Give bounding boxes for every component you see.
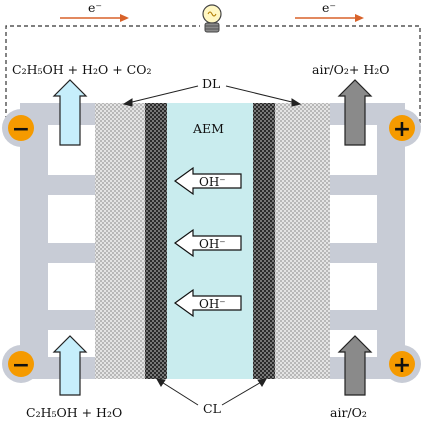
cathode-inlet-label: air/O₂ <box>330 405 367 420</box>
external-circuit-wire <box>5 25 421 127</box>
hydroxide-label-3: OH⁻ <box>199 297 226 311</box>
minus-icon: − <box>12 353 30 378</box>
cathode-outlet-label: air/O₂+ H₂O <box>312 62 390 77</box>
catalyst-layer-pointers <box>156 378 267 406</box>
anode-flow-field <box>20 103 95 379</box>
membrane-label: AEM <box>192 121 224 136</box>
anode-outlet-label: C₂H₅OH + H₂O + CO₂ <box>12 62 151 77</box>
anode-terminal-top: − <box>2 109 40 147</box>
cathode-outlet-arrow <box>337 79 373 146</box>
diffusion-layer-label: DL <box>202 76 220 91</box>
minus-icon: − <box>12 117 30 142</box>
hydroxide-arrow-3: OH⁻ <box>173 288 242 318</box>
cathode-diffusion-layer <box>275 103 330 379</box>
anode-inlet-arrow <box>52 335 88 396</box>
anode-terminal-bottom: − <box>2 345 40 383</box>
electron-label-right: e⁻ <box>322 0 336 15</box>
cathode-inlet-arrow <box>337 335 373 396</box>
anode-diffusion-layer <box>95 103 145 379</box>
diffusion-layer-pointers <box>122 85 302 107</box>
anode-inlet-label: C₂H₅OH + H₂O <box>26 405 122 420</box>
light-bulb-icon <box>202 4 222 33</box>
cathode-terminal-top: + <box>383 109 421 147</box>
hydroxide-arrow-1: OH⁻ <box>173 166 242 196</box>
plus-icon: + <box>393 117 411 142</box>
hydroxide-label-1: OH⁻ <box>199 175 226 189</box>
electron-arrow-left <box>60 14 129 22</box>
catalyst-layer-label: CL <box>203 401 221 416</box>
plus-icon: + <box>393 353 411 378</box>
anode-catalyst-layer <box>145 103 167 379</box>
hydroxide-label-2: OH⁻ <box>199 237 226 251</box>
cathode-catalyst-layer <box>253 103 275 379</box>
electron-arrow-right <box>295 14 364 22</box>
hydroxide-arrow-2: OH⁻ <box>173 228 242 258</box>
electron-label-left: e⁻ <box>88 0 102 15</box>
cathode-terminal-bottom: + <box>383 345 421 383</box>
anode-outlet-arrow <box>52 79 88 146</box>
